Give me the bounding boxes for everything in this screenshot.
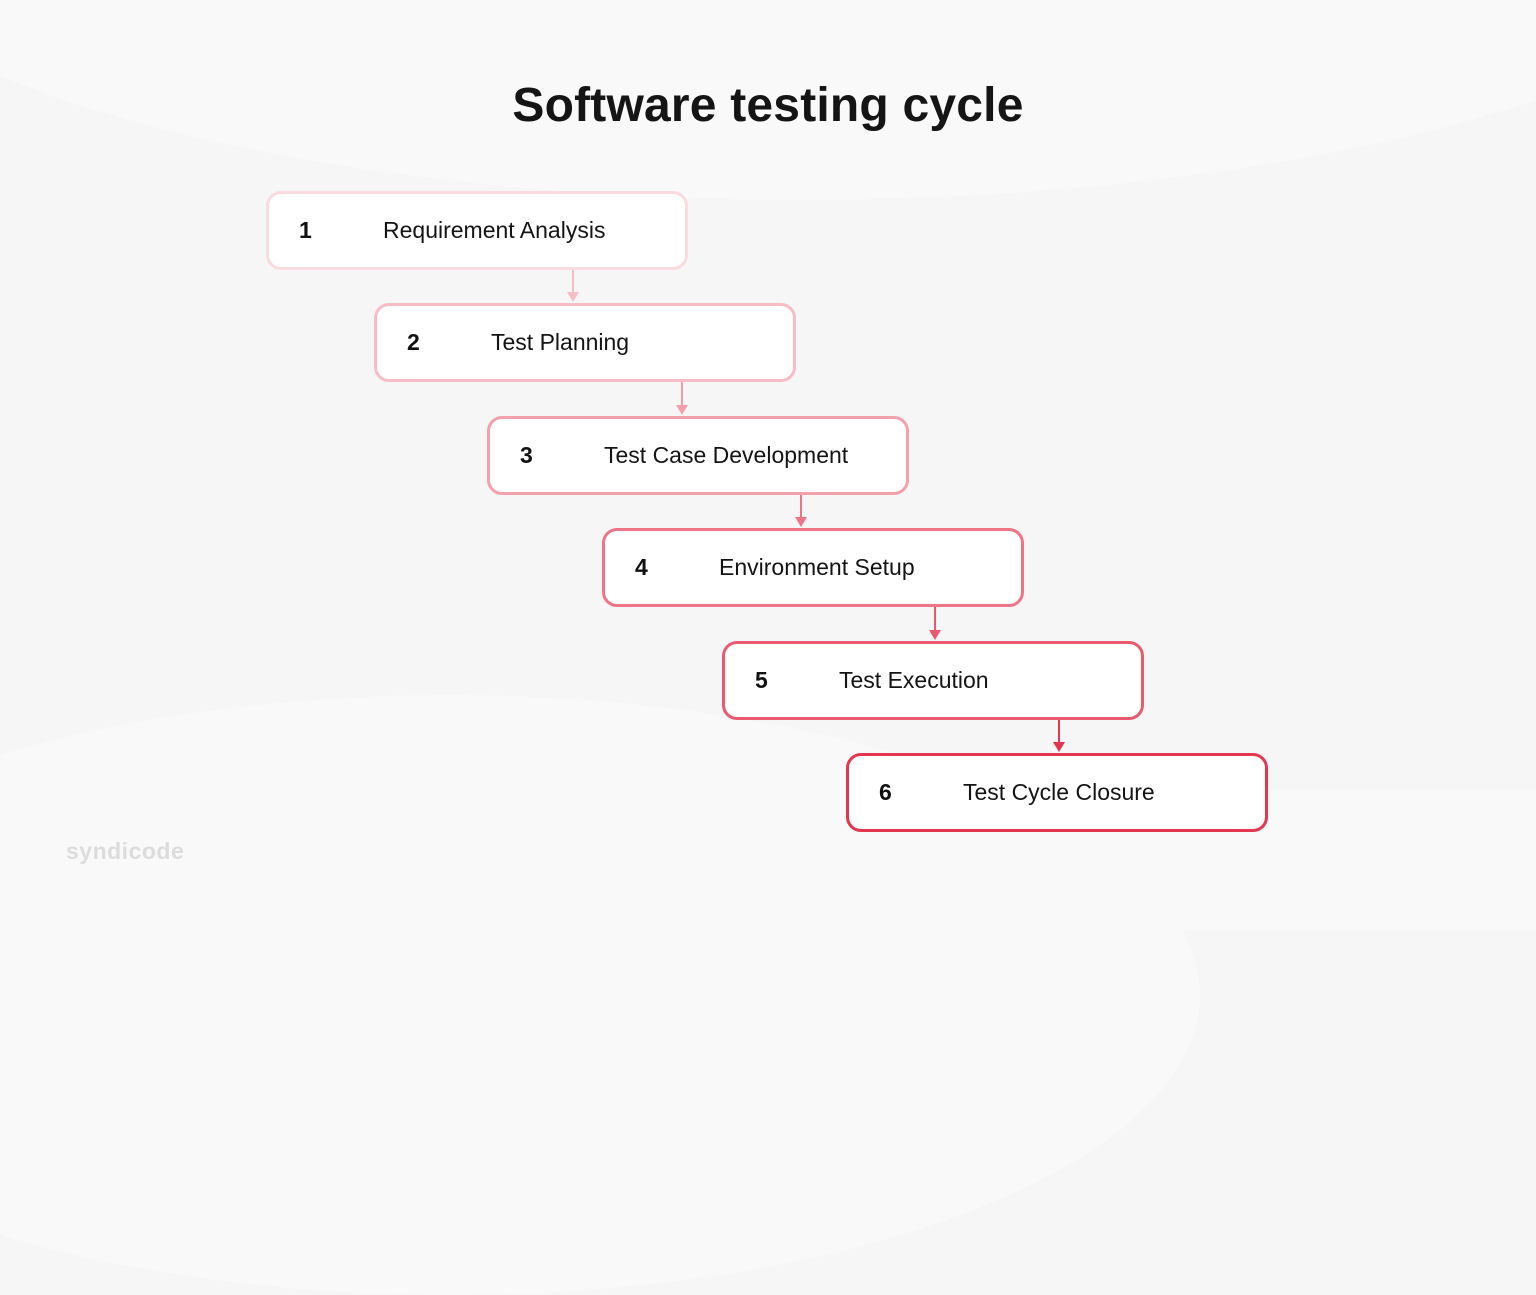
step-label: Test Execution — [839, 667, 989, 693]
step-test-case-development: 3 Test Case Development — [487, 416, 909, 495]
step-label: Test Cycle Closure — [963, 779, 1155, 805]
step-number: 1 — [299, 217, 312, 243]
arrow-down-icon — [567, 270, 579, 302]
arrow-down-icon — [676, 382, 688, 415]
step-label: Requirement Analysis — [383, 217, 606, 243]
step-number: 4 — [635, 554, 648, 580]
step-number: 3 — [520, 442, 533, 468]
arrow-down-icon — [929, 607, 941, 640]
syndicode-logo: syndicode — [66, 838, 185, 864]
step-label: Test Case Development — [604, 442, 849, 468]
step-environment-setup: 4 Environment Setup — [602, 528, 1024, 607]
step-number: 6 — [879, 779, 892, 805]
step-test-planning: 2 Test Planning — [374, 303, 796, 382]
step-requirement-analysis: 1 Requirement Analysis — [266, 191, 688, 270]
step-label: Test Planning — [491, 329, 630, 355]
diagram-title: Software testing cycle — [512, 79, 1024, 132]
step-label: Environment Setup — [719, 554, 915, 580]
step-number: 2 — [407, 329, 420, 355]
step-test-execution: 5 Test Execution — [722, 641, 1144, 720]
arrow-down-icon — [795, 495, 807, 527]
step-number: 5 — [755, 667, 768, 693]
arrow-down-icon — [1053, 720, 1065, 752]
step-test-cycle-closure: 6 Test Cycle Closure — [846, 753, 1268, 832]
